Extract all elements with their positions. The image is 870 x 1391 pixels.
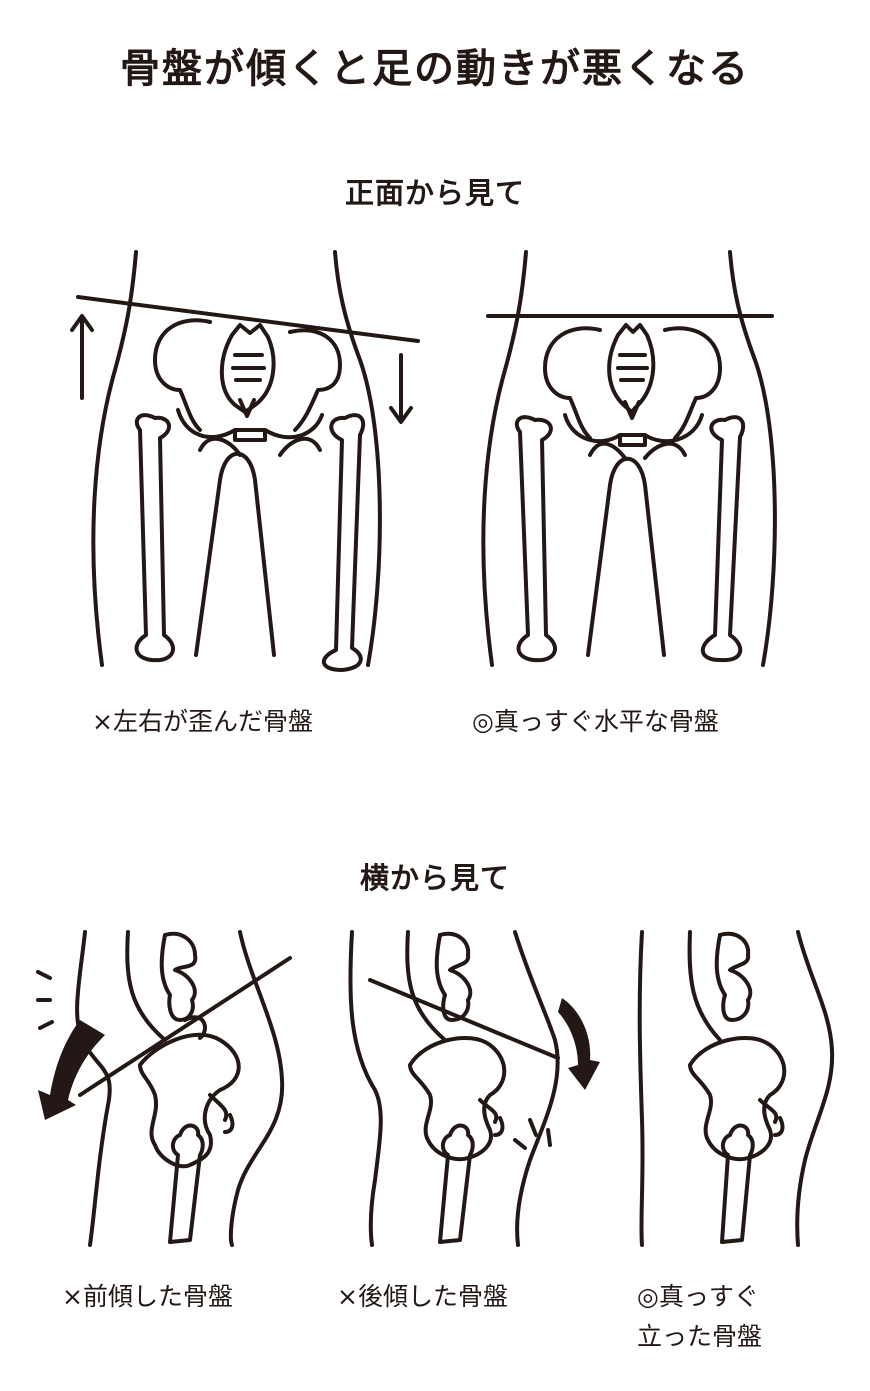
side-pelvis-upright-illustration: [637, 930, 835, 1247]
front-pelvis-tilted-illustration: [70, 250, 420, 672]
front-pelvis-level-illustration: [481, 250, 777, 667]
side-view-heading: 横から見て: [359, 861, 510, 895]
caption-side-upright: ◎真っすぐ 立った骨盤: [637, 1282, 763, 1351]
page-title: 骨盤が傾くと足の動きが悪くなる: [120, 46, 750, 92]
side-pelvis-posterior-tilt-illustration: [348, 930, 600, 1247]
caption-side-posterior: ×後傾した骨盤: [337, 1282, 508, 1311]
caption-side-anterior: ×前傾した骨盤: [62, 1282, 233, 1311]
side-pelvis-anterior-tilt-illustration: [36, 930, 292, 1247]
caption-front-level: ◎真っすぐ水平な骨盤: [472, 707, 719, 736]
caption-front-tilted: ×左右が歪んだ骨盤: [92, 707, 313, 736]
front-view-heading: 正面から見て: [344, 176, 525, 210]
